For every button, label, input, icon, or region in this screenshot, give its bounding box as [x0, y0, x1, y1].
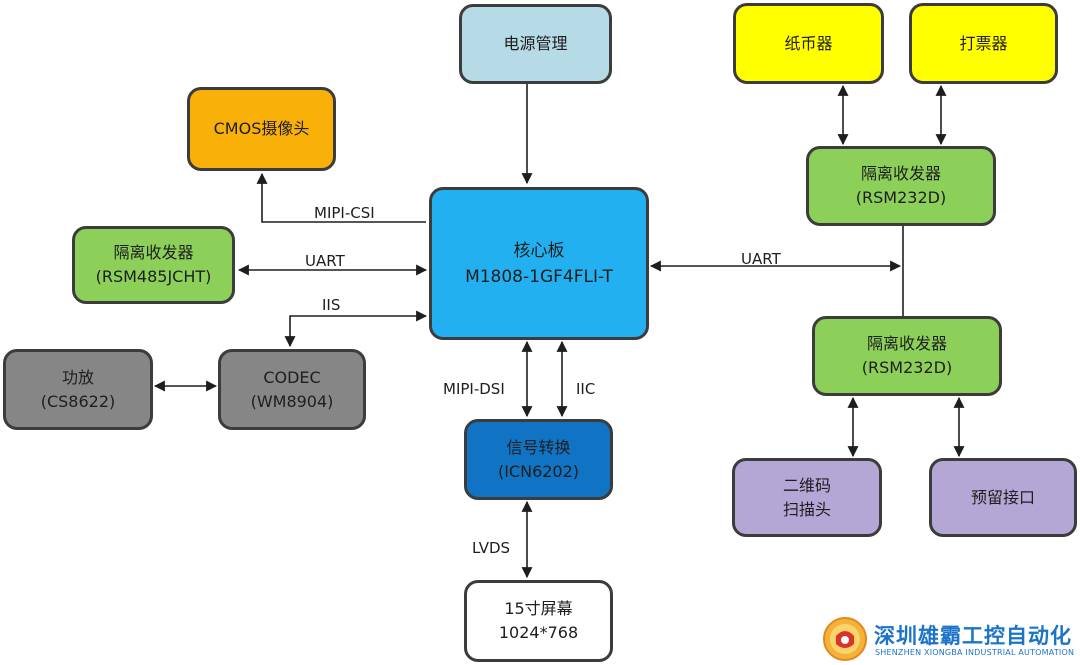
node-reserved-interface: 预留接口 [929, 458, 1077, 537]
wire-core-cmos [256, 172, 426, 223]
node-power-management: 电源管理 [459, 4, 612, 84]
node-bill-acceptor: 纸币器 [733, 3, 884, 84]
node-rs232-transceiver-bottom: 隔离收发器 (RSM232D) [812, 316, 1002, 396]
node-label: 电源管理 [503, 34, 568, 53]
company-seal-icon [823, 617, 867, 661]
node-label: CODEC [263, 367, 321, 387]
node-label: 打票器 [959, 33, 1008, 53]
node-rs485-transceiver: 隔离收发器 (RSM485JCHT) [72, 226, 235, 304]
edge-label-mipi-csi: MIPI-CSI [314, 204, 375, 222]
node-signal-converter: 信号转换 (ICN6202) [464, 419, 613, 500]
edge-label-iis: IIS [322, 296, 341, 314]
node-model: 扫描头 [782, 499, 831, 519]
node-model: M1808-1GF4FLI-T [465, 266, 613, 287]
node-model: (CS8622) [40, 391, 116, 411]
node-label: 隔离收发器 [866, 334, 947, 353]
node-label: CMOS摄像头 [213, 119, 310, 138]
node-rs232-transceiver-top: 隔离收发器 (RSM232D) [806, 146, 996, 226]
node-model: (RSM232D) [861, 358, 953, 377]
node-model: (RSM232D) [855, 188, 947, 207]
node-amplifier: 功放 (CS8622) [3, 349, 153, 430]
node-label: 核心板 [513, 240, 565, 261]
edge-label-uart-right: UART [741, 250, 781, 268]
node-model: (WM8904) [250, 391, 334, 411]
node-model: (RSM485JCHT) [95, 267, 212, 286]
node-label: 二维码 [782, 475, 831, 495]
node-label: 功放 [61, 367, 94, 387]
node-screen: 15寸屏幕 1024*768 [464, 580, 613, 662]
node-codec: CODEC (WM8904) [218, 349, 366, 430]
edge-label-mipi-dsi: MIPI-DSI [443, 380, 505, 398]
node-ticket-printer: 打票器 [909, 3, 1058, 84]
node-core-board: 核心板 M1808-1GF4FLI-T [429, 187, 649, 340]
watermark-name-cn: 深圳雄霸工控自动化 [874, 624, 1072, 648]
node-label: 隔离收发器 [860, 164, 941, 183]
node-label: 纸币器 [784, 33, 833, 53]
node-model: (ICN6202) [497, 461, 580, 481]
node-label: 信号转换 [506, 437, 571, 457]
watermark-logo: 深圳雄霸工控自动化 SHENZHEN XIONGBA INDUSTRIAL AU… [822, 614, 1080, 665]
node-model: 1024*768 [498, 623, 579, 642]
edge-label-lvds: LVDS [472, 539, 511, 557]
wire-core-codec [284, 310, 428, 348]
node-label: 15寸屏幕 [504, 599, 573, 618]
node-label: 预留接口 [970, 487, 1035, 507]
node-cmos-camera: CMOS摄像头 [187, 87, 336, 171]
node-qr-scanner: 二维码 扫描头 [732, 458, 882, 537]
watermark-name-en: SHENZHEN XIONGBA INDUSTRIAL AUTOMATION [875, 648, 1075, 657]
node-label: 隔离收发器 [113, 243, 194, 262]
edge-label-iic: IIC [576, 380, 596, 398]
edge-label-uart-left: UART [305, 252, 345, 270]
